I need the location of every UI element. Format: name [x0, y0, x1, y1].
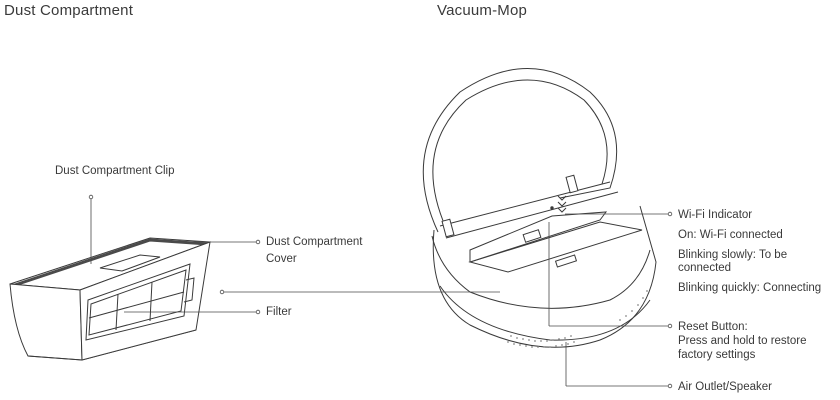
callout-dots	[88, 194, 673, 389]
air-outlet-speaker-label: Air Outlet/Speaker	[678, 381, 772, 393]
wifi-blinking-slowly-line2: connected	[678, 262, 732, 274]
dust-compartment-clip-label: Dust Compartment Clip	[55, 165, 175, 177]
dust-compartment-cover-label-line1: Dust Compartment	[266, 236, 363, 248]
dust-compartment-illustration	[9, 237, 211, 361]
wifi-blinking-quickly: Blinking quickly: Connecting	[678, 282, 822, 294]
filter-label: Filter	[266, 306, 292, 318]
reset-button-description-line1: Press and hold to restore	[678, 335, 807, 347]
wifi-on-description: On: Wi-Fi connected	[678, 229, 783, 241]
dust-compartment-cover-label-line2: Cover	[266, 253, 297, 265]
dust-compartment-title: Dust Compartment	[4, 2, 134, 19]
reset-button-label: Reset Button:	[678, 321, 748, 333]
wifi-blinking-slowly-line1: Blinking slowly: To be	[678, 249, 788, 261]
callout-lines	[90, 197, 670, 387]
reset-button-description-line2: factory settings	[678, 349, 756, 361]
vacuum-mop-title: Vacuum-Mop	[437, 2, 528, 19]
vacuum-mop-illustration	[422, 68, 657, 348]
wifi-indicator-label: Wi-Fi Indicator	[678, 209, 753, 221]
